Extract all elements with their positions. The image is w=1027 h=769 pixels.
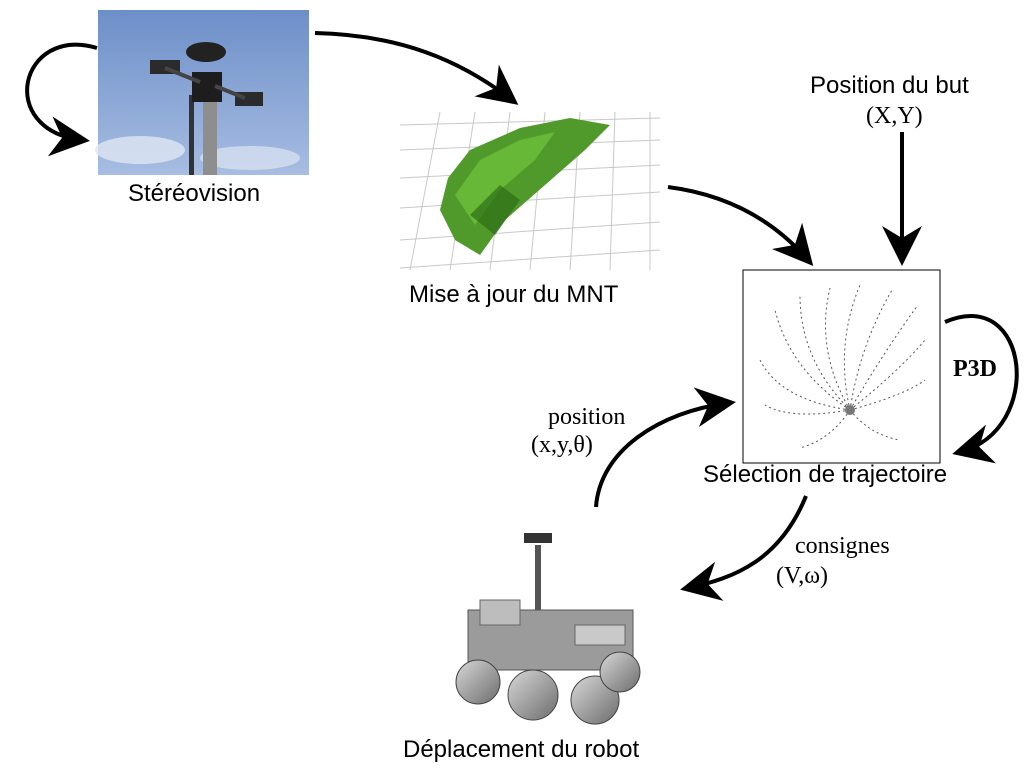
p3d-loop-arrow — [944, 314, 1019, 464]
mnt-label: Mise à jour du MNT — [409, 281, 619, 308]
pose-title: position — [548, 404, 626, 430]
goal-coords: (X,Y) — [866, 103, 923, 129]
flow-arrows — [25, 31, 1019, 601]
elevation-map — [398, 111, 661, 271]
robot-label: Déplacement du robot — [403, 736, 640, 763]
trajectory-panel — [742, 269, 941, 464]
pose-coords: (x,y,θ) — [531, 432, 593, 458]
commands-coords: (V,ω) — [776, 563, 829, 589]
commands-to-robot-arrow — [680, 495, 808, 601]
stereo-loop-arrow — [25, 42, 98, 157]
stereo-to-mnt-arrow — [314, 31, 519, 105]
p3d-label: P3D — [953, 356, 997, 382]
commands-title: consignes — [795, 533, 890, 559]
stereo-camera-photo — [95, 10, 309, 175]
pose-to-selection-arrow — [594, 387, 736, 508]
stereo-label: Stéréovision — [128, 180, 261, 207]
goal-title: Position du but — [810, 72, 969, 99]
selection-label: Sélection de trajectoire — [703, 461, 948, 488]
robot-photo — [455, 533, 641, 725]
mnt-to-selection-arrow — [667, 185, 814, 267]
